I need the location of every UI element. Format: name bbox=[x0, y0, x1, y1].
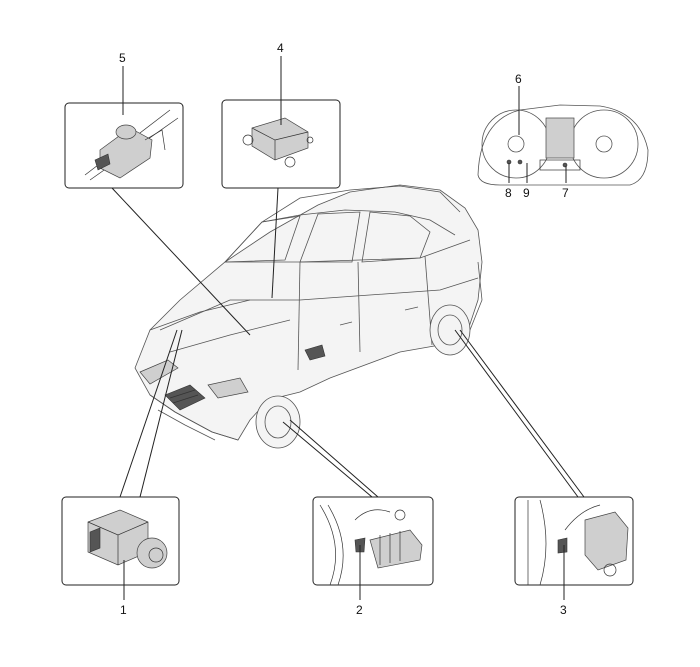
detail-box-2 bbox=[312, 496, 434, 586]
rear-wheel bbox=[429, 304, 471, 356]
label-4: 4 bbox=[277, 41, 284, 55]
detail-box-3 bbox=[514, 496, 634, 586]
label-9: 9 bbox=[523, 186, 530, 200]
label-8: 8 bbox=[505, 186, 512, 200]
label-5: 5 bbox=[119, 51, 126, 65]
car-illustration bbox=[134, 184, 483, 449]
label-3: 3 bbox=[560, 603, 567, 617]
callout-lines bbox=[111, 187, 585, 498]
instrument-cluster bbox=[477, 104, 649, 186]
label-7: 7 bbox=[562, 186, 569, 200]
detail-box-5 bbox=[64, 102, 184, 189]
label-2: 2 bbox=[356, 603, 363, 617]
front-wheel bbox=[255, 395, 301, 449]
detail-box-4 bbox=[221, 99, 341, 189]
label-1: 1 bbox=[120, 603, 127, 617]
label-6: 6 bbox=[515, 72, 522, 86]
detail-box-1 bbox=[61, 496, 180, 586]
